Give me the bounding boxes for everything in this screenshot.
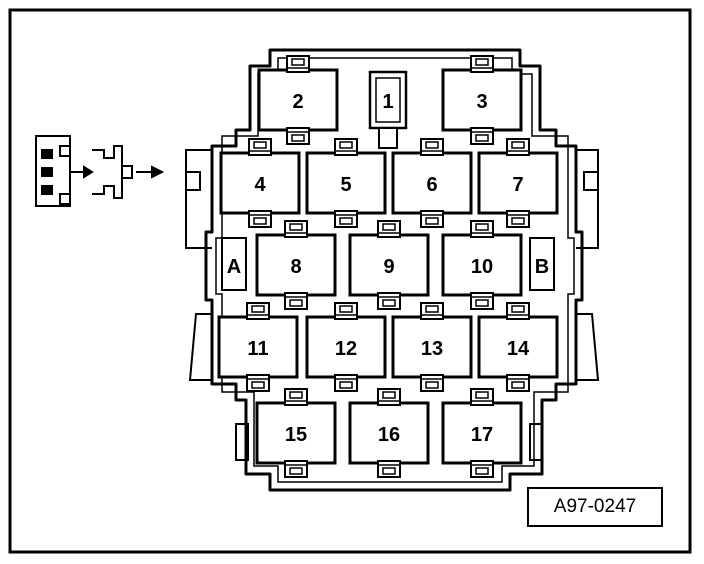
relay-slot-label: 15 (285, 424, 307, 446)
relay-slot-label: 6 (426, 174, 437, 196)
relay-slot-label: 7 (512, 174, 523, 196)
slot-latch (377, 388, 401, 406)
relay-slot-2: 2 (257, 55, 339, 145)
relay-slot-label: 12 (335, 338, 357, 360)
relay-slot-16: 16 (348, 388, 430, 478)
slot-latch (248, 210, 272, 228)
relay-slot-label: 13 (421, 338, 443, 360)
arrow-head-2 (151, 165, 165, 179)
slot-latch (334, 138, 358, 156)
relay-slot-15: 15 (255, 388, 337, 478)
slot-latch (246, 374, 270, 392)
slot-latch (506, 302, 530, 320)
slot-latch (246, 302, 270, 320)
outer-border (8, 8, 692, 554)
slot-latch (470, 460, 494, 478)
carrier-housing (204, 48, 584, 492)
relay-slot-12: 12 (305, 302, 387, 392)
slot-latch (248, 138, 272, 156)
slot-latch (506, 374, 530, 392)
side-clips (185, 149, 600, 461)
side-slot-b-label: B (535, 256, 549, 278)
slot-latch (284, 292, 308, 310)
relay-slot-label: 8 (290, 256, 301, 278)
slot-latch (284, 388, 308, 406)
relay-detail-group (35, 135, 165, 207)
relay-slot-label: 5 (340, 174, 351, 196)
relay-slot-label: 14 (507, 338, 530, 360)
slot-latch (420, 302, 444, 320)
reference-code-box: A97-0247 (527, 487, 663, 527)
slot-latch (377, 292, 401, 310)
relay-slot-7: 7 (477, 138, 559, 228)
relay-slot-8: 8 (255, 220, 337, 310)
relay-slot-label: 2 (292, 91, 303, 113)
relay-slot-label: 3 (476, 91, 487, 113)
slot-latch (286, 55, 310, 73)
relay-slot-1: 1 (368, 70, 408, 149)
relay-slot-10: 10 (441, 220, 523, 310)
relay-slot-label: 4 (254, 174, 266, 196)
slot-latch (470, 220, 494, 238)
side-slot-a-label: A (227, 256, 241, 278)
relay-pin-part (92, 145, 123, 199)
slot-latch (284, 220, 308, 238)
slot-latch (377, 220, 401, 238)
slot-latch (334, 210, 358, 228)
relay-slot-13: 13 (391, 302, 473, 392)
slot-latch (284, 460, 308, 478)
side-slot-b: B (529, 237, 555, 291)
slot-latch (470, 388, 494, 406)
slot-latch (420, 138, 444, 156)
relay-slot-11: 11 (217, 302, 299, 392)
relay-slot-4: 4 (219, 138, 301, 228)
slot-latch (377, 460, 401, 478)
slot-latch (470, 292, 494, 310)
slot-latch (286, 127, 310, 145)
slot-latch (334, 302, 358, 320)
relay-slot-label: 11 (247, 338, 268, 360)
side-slot-a: A (221, 237, 247, 291)
reference-code: A97-0247 (553, 496, 637, 517)
relay-slot-17: 17 (441, 388, 523, 478)
relay-slot-label: 1 (382, 91, 393, 113)
slot-latch (506, 138, 530, 156)
slot-latch (506, 210, 530, 228)
relay-slot-label: 16 (378, 424, 400, 446)
slot-latch (334, 374, 358, 392)
relay-slot-label: 9 (383, 256, 394, 278)
relay-slot-3: 3 (441, 55, 523, 145)
slot-latch (420, 374, 444, 392)
slot-latch (420, 210, 444, 228)
relay-slot-6: 6 (391, 138, 473, 228)
relay-slot-14: 14 (477, 302, 559, 392)
relay-slot-label: 10 (471, 256, 493, 278)
slot-latch (470, 127, 494, 145)
relay-slot-5: 5 (305, 138, 387, 228)
relay-slot-label: 17 (471, 424, 493, 446)
relay-slot-9: 9 (348, 220, 430, 310)
carrier-inner-outline (215, 57, 575, 483)
slot-latch (470, 55, 494, 73)
arrow-head-1 (83, 165, 94, 179)
